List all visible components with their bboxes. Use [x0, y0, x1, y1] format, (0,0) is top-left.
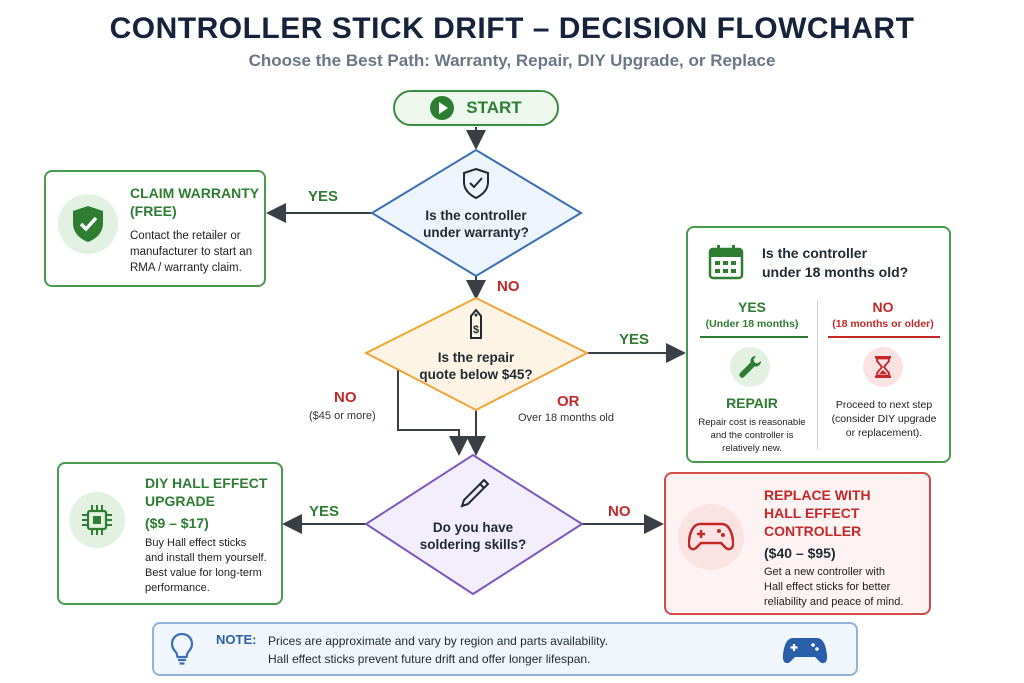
calendar-icon — [708, 245, 744, 280]
no-divider — [828, 336, 940, 338]
diy-body-line: Buy Hall effect sticks — [145, 537, 247, 549]
diy-body: Buy Hall effect sticks and install them … — [145, 536, 281, 596]
claim-warranty-title: CLAIM WARRANTY (FREE) — [130, 184, 259, 220]
replace-price: ($40 – $95) — [764, 545, 836, 561]
page-subtitle: Choose the Best Path: Warranty, Repair, … — [248, 51, 776, 70]
column-divider — [817, 300, 818, 450]
diy-title: DIY HALL EFFECT UPGRADE — [145, 474, 267, 510]
replace-body-line: Get a new controller with — [764, 566, 886, 578]
hourglass-icon — [863, 347, 903, 387]
age-question: Is the controller under 18 months old? — [762, 244, 908, 282]
replace-title-line3: CONTROLLER — [764, 523, 862, 539]
lightbulb-icon — [170, 632, 194, 665]
chip-icon — [69, 492, 125, 548]
replace-title: REPLACE WITH HALL EFFECT CONTROLLER — [764, 486, 871, 540]
claim-warranty-body-line: Contact the retailer or — [130, 230, 241, 242]
claim-warranty-body-line: manufacturer to start an — [130, 246, 253, 258]
quote-no-sublabel: ($45 or more) — [309, 410, 376, 422]
or-sublabel: Over 18 months old — [518, 412, 614, 424]
claim-warranty-card: CLAIM WARRANTY (FREE) Contact the retail… — [44, 170, 266, 287]
arrow-quote-no — [397, 368, 469, 456]
diy-body-line: Best value for long-term — [145, 567, 262, 579]
age-question-line1: Is the controller — [762, 245, 868, 261]
decision-quote-diamond — [363, 296, 590, 412]
soldering-question: Do you have soldering skills? — [393, 519, 553, 553]
note-label: NOTE: — [216, 632, 257, 647]
diy-body-line: performance. — [145, 582, 210, 594]
repair-body-line: Repair cost is reasonable — [698, 417, 806, 428]
warranty-no-label: NO — [497, 278, 520, 295]
warranty-question-line2: under warranty? — [423, 225, 529, 240]
replace-title-line1: REPLACE WITH — [764, 487, 871, 503]
diy-upgrade-card: DIY HALL EFFECT UPGRADE ($9 – $17) Buy H… — [57, 462, 283, 605]
quote-question-line1: Is the repair — [437, 350, 515, 365]
age-question-line2: under 18 months old? — [762, 264, 909, 280]
soldering-pen-icon — [460, 478, 490, 508]
repair-body: Repair cost is reasonable and the contro… — [692, 416, 812, 455]
diy-title-line2: UPGRADE — [145, 493, 216, 509]
page-title: CONTROLLER STICK DRIFT – DECISION FLOWCH… — [109, 12, 915, 45]
claim-warranty-body-line: RMA / warranty claim. — [130, 262, 242, 274]
replace-body: Get a new controller with Hall effect st… — [764, 565, 930, 610]
claim-warranty-body: Contact the retailer or manufacturer to … — [130, 228, 264, 276]
decision-warranty-diamond — [370, 148, 583, 278]
quote-question-line2: quote below $45? — [419, 367, 533, 382]
gamepad-icon — [782, 638, 828, 664]
warranty-yes-label: YES — [308, 188, 339, 205]
or-label: OR — [557, 393, 580, 410]
shield-check-icon — [463, 167, 489, 200]
next-step-body-line: (consider DIY upgrade — [831, 413, 937, 425]
replace-title-line2: HALL EFFECT — [764, 505, 860, 521]
yes-divider — [700, 336, 808, 338]
note-text: Prices are approximate and vary by regio… — [268, 632, 608, 668]
repair-body-line: and the controller is — [710, 430, 794, 441]
age-no-label: NO — [872, 299, 894, 315]
diy-price: ($9 – $17) — [145, 515, 209, 531]
shield-icon-badge — [58, 194, 118, 254]
note-bar: NOTE: Prices are approximate and vary by… — [152, 622, 858, 676]
age-check-card: Is the controller under 18 months old? Y… — [686, 226, 951, 463]
solder-yes-label: YES — [309, 503, 340, 520]
warranty-question: Is the controller under warranty? — [396, 207, 556, 241]
price-tag-icon: $ — [470, 308, 482, 339]
gamepad-icon — [678, 504, 744, 570]
quote-no-label: NO — [334, 389, 357, 406]
age-yes-label: YES — [737, 299, 766, 315]
replace-body-line: Hall effect sticks for better — [764, 581, 891, 593]
play-icon — [430, 96, 455, 120]
note-line2: Hall effect sticks prevent future drift … — [268, 652, 591, 666]
quote-question: Is the repair quote below $45? — [396, 349, 556, 383]
shield-check-icon — [73, 206, 103, 242]
quote-yes-label: YES — [619, 331, 650, 348]
start-node: START — [393, 90, 559, 126]
svg-text:$: $ — [473, 324, 479, 336]
next-step-body-line: or replacement). — [845, 427, 923, 439]
start-label: START — [466, 98, 522, 117]
solder-no-label: NO — [608, 503, 631, 520]
decision-soldering-diamond — [364, 453, 584, 596]
diy-body-line: and install them yourself. — [145, 552, 267, 564]
repair-body-line: relatively new. — [722, 443, 782, 454]
diy-title-line1: DIY HALL EFFECT — [145, 475, 268, 491]
replace-body-line: reliability and peace of mind. — [764, 596, 904, 608]
next-step-body: Proceed to next step (consider DIY upgra… — [820, 398, 948, 440]
repair-title: REPAIR — [726, 395, 778, 411]
note-line1: Prices are approximate and vary by regio… — [268, 634, 608, 648]
age-no-sublabel: (18 months or older) — [832, 318, 934, 330]
replace-card: REPLACE WITH HALL EFFECT CONTROLLER ($40… — [664, 472, 931, 615]
wrench-icon — [730, 347, 770, 387]
next-step-body-line: Proceed to next step — [835, 399, 933, 411]
claim-warranty-title-line2: (FREE) — [130, 203, 177, 219]
warranty-question-line1: Is the controller — [425, 208, 527, 223]
age-yes-sublabel: (Under 18 months) — [705, 318, 799, 330]
soldering-question-line2: soldering skills? — [419, 537, 527, 552]
claim-warranty-title-line1: CLAIM WARRANTY — [130, 185, 260, 201]
soldering-question-line1: Do you have — [432, 520, 514, 535]
